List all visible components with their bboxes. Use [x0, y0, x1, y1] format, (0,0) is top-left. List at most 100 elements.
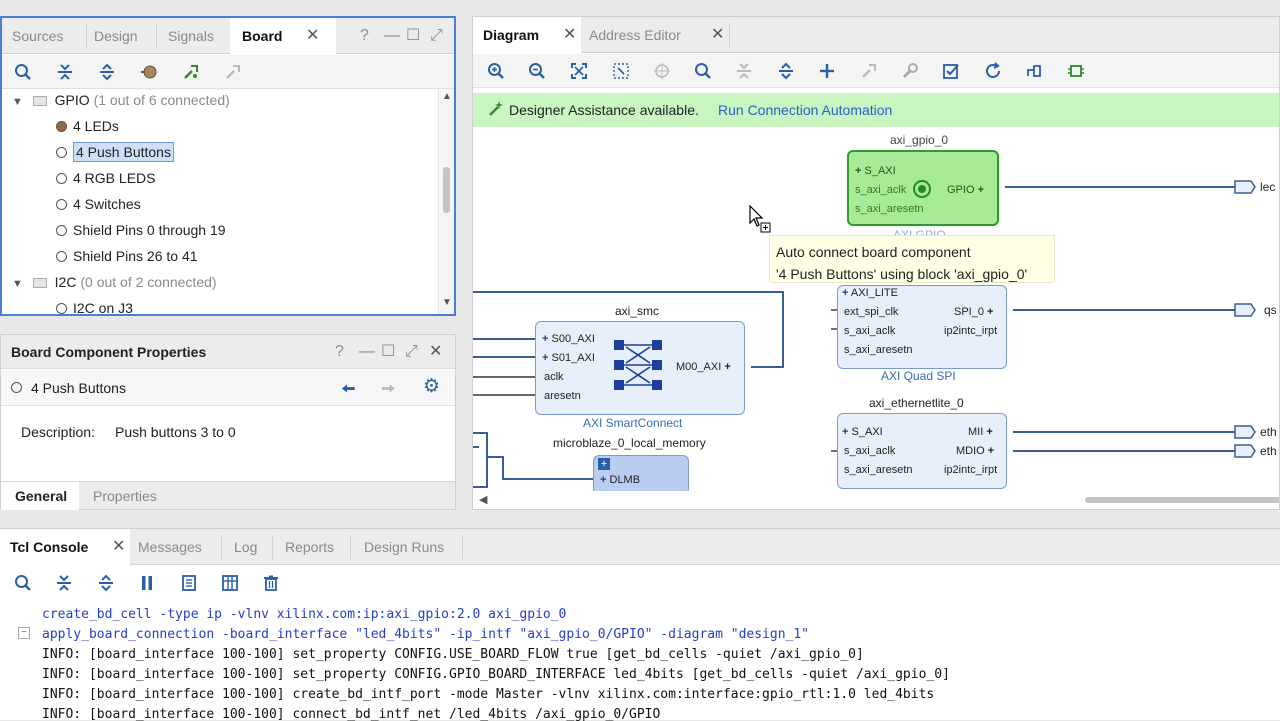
port-m00-axi[interactable]: M00_AXI + — [676, 361, 731, 373]
tab-signals[interactable]: Signals — [168, 28, 214, 44]
port-ip2intc-irpt[interactable]: ip2intc_irpt — [944, 464, 998, 476]
tree-item[interactable]: Shield Pins 0 through 19 — [56, 217, 226, 243]
zoom-fit-icon[interactable] — [568, 60, 590, 82]
port-dlmb[interactable]: + DLMB — [600, 474, 641, 486]
port-ext-spi-clk[interactable]: ext_spi_clk — [844, 306, 899, 318]
port-s-axi-aresetn[interactable]: s_axi_aresetn — [844, 344, 913, 356]
expand-all-icon[interactable] — [775, 60, 797, 82]
axi-ethernetlite-block[interactable]: + S_AXI s_axi_aclk s_axi_aresetn MII + M… — [837, 413, 1007, 489]
close-icon[interactable]: ✕ — [563, 26, 577, 43]
port-s-axi-aclk[interactable]: s_axi_aclk — [844, 325, 896, 337]
table-icon[interactable] — [219, 572, 241, 594]
add-ip-icon[interactable] — [816, 60, 838, 82]
scroll-left-icon[interactable]: ◀ — [479, 494, 488, 506]
tree-item[interactable]: Shield Pins 26 to 41 — [56, 243, 198, 269]
axi-gpio-block[interactable]: + S_AXI s_axi_aclk s_axi_aresetn GPIO + — [847, 150, 999, 226]
minimize-icon[interactable]: — — [384, 27, 400, 44]
connect-board-icon[interactable] — [138, 61, 160, 83]
tab-address-editor[interactable]: Address Editor — [589, 27, 681, 43]
copy-icon[interactable] — [178, 572, 200, 594]
tab-messages[interactable]: Messages — [138, 539, 202, 555]
center-icon[interactable] — [651, 60, 673, 82]
refresh-icon[interactable] — [982, 60, 1004, 82]
tab-sources[interactable]: Sources — [12, 28, 64, 44]
chevron-down-icon[interactable]: ▼ — [12, 96, 23, 108]
port-s-axi[interactable]: + S_AXI — [855, 165, 896, 177]
auto-connect-icon[interactable] — [180, 61, 202, 83]
port-mdio[interactable]: MDIO + — [956, 445, 995, 457]
expand-icon[interactable]: + — [598, 458, 610, 470]
port-s-axi-aclk[interactable]: s_axi_aclk — [844, 445, 896, 457]
scroll-up-icon[interactable]: ▲ — [442, 91, 452, 102]
restore-icon[interactable]: ☐ — [406, 27, 421, 44]
tab-tcl-console[interactable]: Tcl Console — [10, 539, 89, 555]
scroll-thumb[interactable] — [443, 167, 450, 213]
zoom-out-icon[interactable] — [526, 60, 548, 82]
tree-group-i2c[interactable]: ▼ I2C (0 out of 2 connected) — [12, 269, 217, 295]
port-s-axi-aresetn[interactable]: s_axi_aresetn — [855, 203, 924, 215]
tab-design-runs[interactable]: Design Runs — [364, 539, 445, 555]
float-icon[interactable]: ⤢ — [405, 343, 418, 360]
close-icon[interactable]: ✕ — [711, 26, 725, 43]
close-icon[interactable]: ✕ — [306, 27, 320, 44]
tab-design[interactable]: Design — [94, 28, 138, 44]
search-icon[interactable] — [692, 60, 714, 82]
collapse-all-icon[interactable] — [53, 572, 75, 594]
tree-item[interactable]: I2C on J3 — [56, 295, 133, 314]
close-icon[interactable]: ✕ — [429, 343, 443, 360]
trash-icon[interactable] — [260, 572, 282, 594]
expand-all-icon[interactable] — [95, 572, 117, 594]
tree-item[interactable]: 4 Switches — [56, 191, 141, 217]
port-s-axi-aresetn[interactable]: s_axi_aresetn — [844, 464, 913, 476]
search-icon[interactable] — [12, 572, 34, 594]
tab-reports[interactable]: Reports — [285, 539, 335, 555]
tab-board[interactable]: Board — [242, 28, 283, 44]
scroll-down-icon[interactable]: ▼ — [442, 297, 452, 308]
port-aclk[interactable]: aclk — [544, 371, 564, 383]
port-s00-axi[interactable]: + S00_AXI — [542, 333, 595, 345]
chip-icon[interactable] — [1065, 60, 1087, 82]
local-memory-block[interactable]: + + DLMB — [593, 455, 689, 495]
collapse-all-icon[interactable] — [733, 60, 755, 82]
pause-icon[interactable] — [136, 572, 158, 594]
tree-item[interactable]: 4 RGB LEDS — [56, 165, 155, 191]
forward-arrow-icon[interactable]: 🠪 — [381, 379, 396, 399]
port-s-axi[interactable]: + S_AXI — [842, 426, 883, 438]
tree-item[interactable]: 4 LEDs — [56, 113, 119, 139]
back-arrow-icon[interactable]: 🠨 — [341, 379, 356, 399]
search-icon[interactable] — [12, 61, 34, 83]
run-connection-automation-link[interactable]: Run Connection Automation — [718, 102, 893, 118]
port-s01-axi[interactable]: + S01_AXI — [542, 352, 595, 364]
disconnect-icon[interactable] — [222, 61, 244, 83]
chevron-down-icon[interactable]: ▼ — [12, 278, 23, 290]
make-connection-icon[interactable] — [858, 60, 880, 82]
help-icon[interactable]: ? — [360, 27, 369, 44]
minimize-icon[interactable]: — — [359, 343, 375, 360]
regenerate-layout-icon[interactable] — [1023, 60, 1045, 82]
fold-icon[interactable]: − — [18, 627, 30, 639]
axi-smartconnect-block[interactable]: + S00_AXI + S01_AXI aclk aresetn M00_AXI… — [535, 321, 745, 415]
close-icon[interactable]: ✕ — [112, 538, 126, 555]
port-axi-lite[interactable]: + AXI_LITE — [842, 287, 898, 299]
tab-log[interactable]: Log — [234, 539, 258, 555]
wrench-icon[interactable] — [899, 60, 921, 82]
float-icon[interactable]: ⤢ — [430, 27, 443, 44]
tab-diagram[interactable]: Diagram — [483, 27, 540, 43]
gear-icon[interactable]: ⚙ — [423, 376, 441, 397]
tree-item-selected[interactable]: 4 Push Buttons — [56, 139, 174, 165]
port-ip2intc-irpt[interactable]: ip2intc_irpt — [944, 325, 998, 337]
help-icon[interactable]: ? — [335, 343, 344, 360]
zoom-in-icon[interactable] — [485, 60, 507, 82]
tab-general[interactable]: General — [15, 488, 68, 504]
port-aresetn[interactable]: aresetn — [544, 390, 581, 402]
port-gpio[interactable]: GPIO + — [947, 184, 985, 196]
axi-quad-spi-block[interactable]: + AXI_LITE ext_spi_clk s_axi_aclk s_axi_… — [837, 285, 1007, 369]
tab-properties[interactable]: Properties — [93, 488, 157, 504]
tree-group-gpio[interactable]: ▼ GPIO (1 out of 6 connected) — [12, 89, 230, 113]
tree-scrollbar[interactable]: ▲ ▼ — [438, 89, 454, 314]
validate-icon[interactable] — [940, 60, 962, 82]
scroll-thumb[interactable] — [1085, 497, 1279, 503]
expand-all-icon[interactable] — [96, 61, 118, 83]
port-spi-0[interactable]: SPI_0 + — [954, 306, 994, 318]
zoom-area-icon[interactable] — [610, 60, 632, 82]
